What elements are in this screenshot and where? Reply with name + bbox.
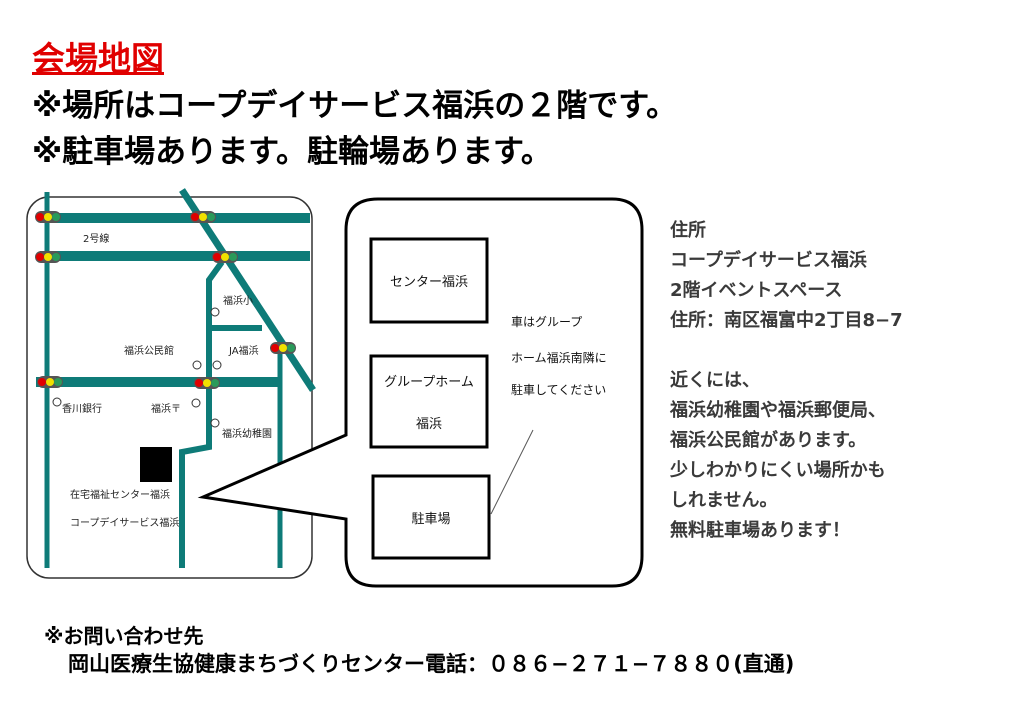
parking-note-line: 駐車してください [511,382,606,397]
hall-marker-icon [192,360,202,370]
page-title: 会場地図 [32,39,164,78]
traffic-light-icon [212,251,238,263]
parking-note-line: ホーム福浜南隣に [511,350,607,365]
info-line: コープデイサービス福浜 [670,250,867,271]
school-marker-icon [210,307,220,317]
location-note: ※場所はコープデイサービス福浜の２階です。 [32,88,678,124]
info-line: 少しわかりにくい場所かも [670,460,886,481]
road-label: 2号線 [83,232,109,245]
contact-phone: 岡山医療生協健康まちづくりセンター電話：０８６−２７１−７８８０(直通) [68,652,795,676]
parking-note: ※駐車場あります。駐輪場あります。 [32,134,552,170]
info-line: 住所 [670,220,706,241]
info-line: 近くには、 [670,370,760,391]
label-venue-2: コープデイサービス福浜 [70,516,179,529]
info-spacer [670,336,903,366]
building-center-label: センター福浜 [390,275,468,290]
building-grouphome-box [369,354,489,449]
traffic-light-icon [37,376,63,388]
parking-box [371,474,491,560]
post-marker-icon [191,398,201,408]
ja-marker-icon [212,360,222,370]
landmark-markers [52,307,222,428]
contact-heading: ※お問い合わせ先 [44,624,204,648]
traffic-lights [35,211,296,389]
road-local [179,260,225,568]
label-bank: 香川銀行 [62,402,102,415]
bank-marker-icon [52,397,62,407]
building-center-box [369,237,489,324]
label-kindergarten: 福浜幼稚園 [222,427,272,440]
traffic-light-icon [270,342,296,354]
parking-label: 駐車場 [411,512,450,527]
label-post-office: 福浜〒 [151,402,181,415]
road-diagonal [179,188,316,392]
info-line: 福浜幼稚園や福浜郵便局、 [670,400,886,421]
info-line: 福浜公民館があります。 [670,430,867,451]
traffic-light-icon [190,211,216,223]
info-line: 無料駐車場あります！ [670,520,850,541]
info-line: 2階イベントスペース [670,280,843,301]
info-line: しれません。 [670,490,778,511]
traffic-light-icon [194,377,220,389]
label-venue-1: 在宅福祉センター福浜 [70,488,170,501]
label-community-hall: 福浜公民館 [124,344,174,357]
traffic-light-icon [35,211,61,223]
kindergarten-marker-icon [210,418,220,428]
pointer-line [490,429,534,515]
venue-building-icon [140,447,172,482]
building-grouphome-label-1: グループホーム [384,375,474,390]
label-ja: JA福浜 [228,344,259,357]
parking-note-line: 車はグループ [511,315,582,329]
label-school: 福浜小 [223,294,253,307]
traffic-light-icon [35,251,61,263]
roads [36,188,316,568]
building-grouphome-label-2: 福浜 [416,417,442,432]
address-info: 住所 コープデイサービス福浜 2階イベントスペース 住所：南区福富中2丁目8−7… [670,216,903,546]
info-line: 住所：南区福富中2丁目8−7 [670,310,903,331]
